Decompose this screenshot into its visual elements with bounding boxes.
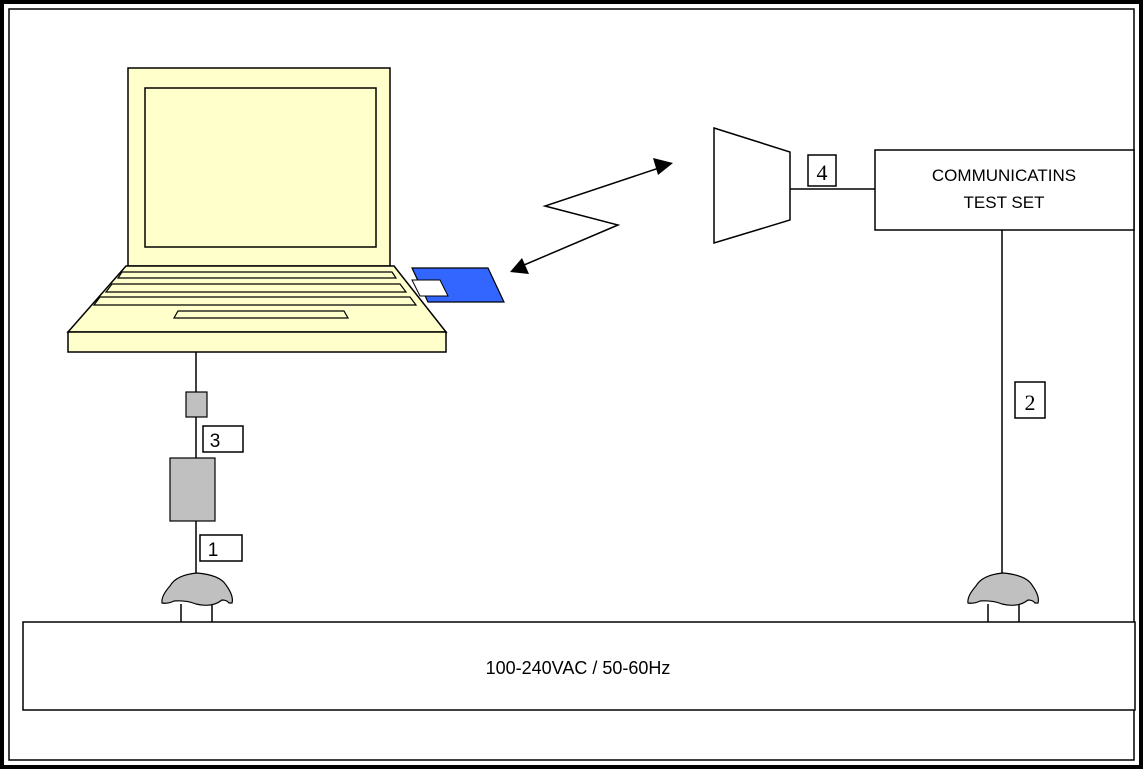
- cable-1-tag: [199, 534, 243, 562]
- communications-test-set: COMMUNICATINS TEST SET: [874, 149, 1135, 231]
- arrow-head-bottom: [510, 258, 529, 274]
- laptop-base: [67, 331, 447, 353]
- cable-3-label: 3: [210, 431, 221, 452]
- power-adapter-icon: [169, 457, 216, 522]
- cable-4-label: 4: [817, 160, 828, 185]
- dc-plug-icon: [185, 391, 208, 418]
- cable-2-label: 2: [1025, 390, 1036, 415]
- cable-4-tag: [807, 154, 837, 187]
- laptop-screen: [144, 87, 377, 248]
- mains-power-strip: 100-240VAC / 50-60Hz: [22, 621, 1136, 711]
- cable-1-label: 1: [208, 540, 219, 561]
- cable-2-tag: [1014, 381, 1046, 419]
- cable-3-tag: [202, 425, 244, 453]
- arrow-head-top: [653, 158, 673, 175]
- power-supply-label: 100-240VAC / 50-60Hz: [486, 658, 671, 678]
- test-set-label-line2: TEST SET: [964, 193, 1045, 212]
- antenna-icon: [713, 126, 791, 245]
- laptop-icon: [66, 67, 448, 353]
- right-outlet-plug-icon: [967, 572, 1039, 622]
- pc-card-icon: [411, 267, 505, 303]
- laptop-touchpad: [172, 310, 350, 319]
- left-outlet-plug-icon: [161, 572, 233, 622]
- wireless-link-icon: [510, 158, 673, 274]
- test-set-label-line1: COMMUNICATINS: [932, 166, 1076, 185]
